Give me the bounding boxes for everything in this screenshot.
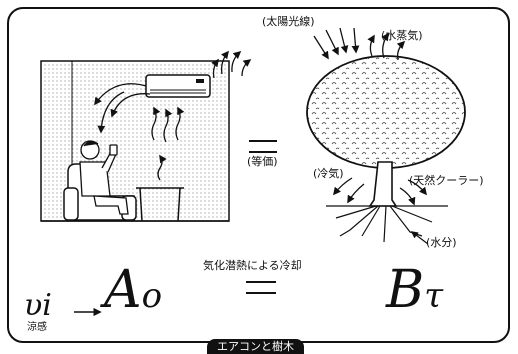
label-cool-air: (冷気) <box>313 167 344 180</box>
symbol-left: Ao <box>104 262 162 324</box>
equals-sign-middle <box>246 281 276 294</box>
sun-rays-icon <box>313 27 360 60</box>
rising-heat-arrows <box>151 106 185 181</box>
tree-canopy <box>306 55 466 169</box>
symbol-left-sub: o <box>141 276 163 316</box>
symbol-right-main: B <box>386 260 425 320</box>
table-icon <box>136 187 184 222</box>
cool-air-arrows <box>333 177 427 206</box>
label-latent-heat-cooling: 気化潜熱による冷却 <box>203 259 302 272</box>
symbol-right-sub: τ <box>424 276 444 316</box>
label-sunlight: (太陽光線) <box>262 15 315 28</box>
tree-trunk <box>368 161 398 207</box>
air-conditioner-icon <box>145 74 211 98</box>
person-icon <box>79 140 129 215</box>
symbol-bottom-left: υi <box>24 288 52 323</box>
symbol-left-main: A <box>104 260 142 320</box>
symbol-right: Bτ <box>386 262 443 324</box>
equals-sign-top <box>249 140 277 153</box>
room-scene <box>40 50 252 222</box>
exhaust-arrows <box>211 50 252 79</box>
tree-scene <box>306 27 466 245</box>
label-cool-feeling: 涼感 <box>27 322 47 333</box>
figure-title: エアコンと樹木 <box>207 339 304 354</box>
label-water: (水分) <box>426 236 457 249</box>
label-water-vapor: (水蒸気) <box>381 29 423 42</box>
label-equivalent: (等価) <box>247 155 278 168</box>
ac-airflow-arrows <box>94 83 151 134</box>
label-natural-cooler: (天然クーラー) <box>409 174 484 187</box>
water-arrow <box>410 231 429 245</box>
